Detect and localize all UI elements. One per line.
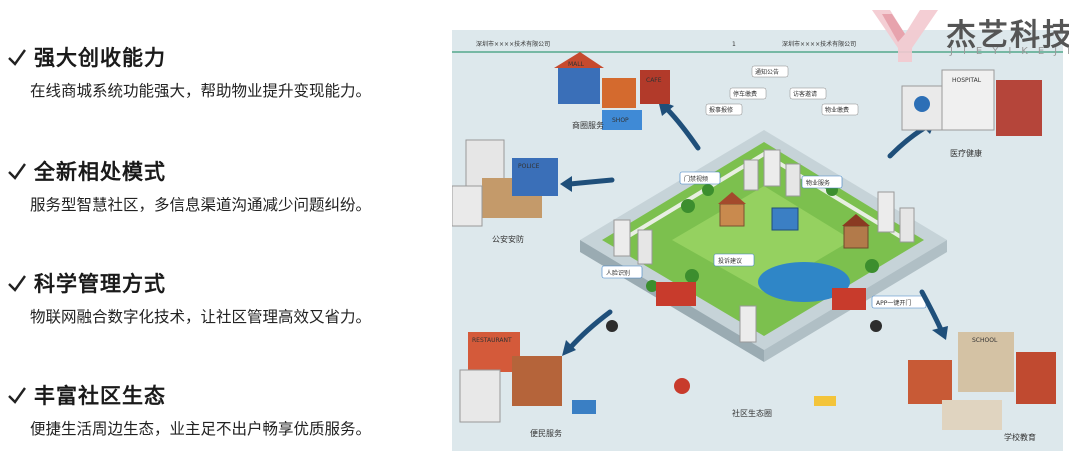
feature-item-ecosystem: 丰富社区生态 便捷生活周边生态，业主足不出户畅享优质服务。 — [6, 380, 446, 439]
tag-payment: 物业缴费 — [825, 106, 849, 114]
sign-school: SCHOOL — [972, 337, 998, 344]
label-property-service: 物业服务 — [806, 179, 830, 187]
logo-mark-icon — [872, 10, 938, 62]
sign-hospital: HOSPITAL — [952, 77, 982, 84]
top-bar-right-text: 深圳市××××技术有限公司 — [782, 40, 856, 48]
label-face-recognition: 人脸识别 — [606, 269, 630, 277]
sign-mall: MALL — [568, 61, 585, 68]
label-police: 公安安防 — [492, 234, 524, 244]
medical-cluster: HOSPITAL 医疗健康 — [901, 69, 1042, 158]
label-convenience: 便民服务 — [530, 428, 562, 438]
feature-title: 强大创收能力 — [34, 46, 166, 70]
smart-community-illustration: 深圳市××××技术有限公司 1 深圳市××××技术有限公司 — [452, 30, 1063, 451]
sign-restaurant: RESTAURANT — [472, 337, 512, 344]
taxi-car — [814, 396, 836, 406]
sign-police: POLICE — [518, 163, 540, 170]
label-commerce: 商圈服务 — [572, 120, 604, 130]
top-bar-left-text: 深圳市××××技术有限公司 — [476, 40, 550, 48]
school-cluster: SCHOOL 学校教育 — [908, 332, 1056, 442]
feature-title: 全新相处模式 — [34, 160, 166, 184]
sensor-tags: 通知公告 停车缴费 访客邀请 报事报修 物业缴费 — [705, 65, 859, 116]
top-bar-number: 1 — [732, 41, 736, 48]
feature-description: 服务型智慧社区，多信息渠道沟通减少问题纠纷。 — [30, 196, 372, 214]
tag-visitor: 访客邀请 — [793, 90, 817, 98]
checkmark-icon — [8, 163, 26, 180]
resident — [870, 320, 882, 332]
tag-parking: 停车缴费 — [733, 90, 757, 98]
sign-cafe: CAFE — [646, 77, 662, 84]
community-platform — [580, 130, 947, 362]
label-door-video: 门禁视频 — [684, 175, 708, 183]
feature-description: 便捷生活周边生态，业主足不出户畅享优质服务。 — [30, 420, 372, 438]
tag-repair: 报事报修 — [709, 106, 733, 114]
checkmark-icon — [8, 387, 26, 404]
logo-pinyin: JIEYIKEJI — [950, 46, 1069, 57]
label-complaint: 投诉建议 — [718, 257, 742, 265]
sign-shop: SHOP — [612, 117, 629, 124]
feature-title: 丰富社区生态 — [34, 384, 166, 408]
checkmark-icon — [8, 49, 26, 66]
label-app-open: APP一键开门 — [876, 299, 911, 307]
feature-item-management: 科学管理方式 物联网融合数字化技术，让社区管理高效又省力。 — [6, 268, 446, 327]
convenience-cluster: RESTAURANT 便民服务 — [459, 332, 596, 438]
label-medical: 医疗健康 — [950, 148, 982, 158]
label-eco-circle: 社区生态圈 — [732, 408, 772, 418]
feature-item-revenue: 强大创收能力 在线商城系统功能强大，帮助物业提升变现能力。 — [6, 42, 446, 101]
delivery-person — [674, 378, 690, 394]
label-school: 学校教育 — [1004, 432, 1036, 442]
police-cluster: POLICE 公安安防 — [452, 139, 558, 244]
security-guard — [606, 320, 618, 332]
commerce-cluster: MALL SHOP CAFE 商圈服务 — [554, 52, 670, 130]
tag-notice: 通知公告 — [755, 68, 779, 76]
logo-name: 杰艺科技 — [946, 18, 1069, 53]
feature-item-mode: 全新相处模式 服务型智慧社区，多信息渠道沟通减少问题纠纷。 — [6, 156, 446, 215]
feature-title: 科学管理方式 — [34, 272, 166, 296]
feature-description: 物联网融合数字化技术，让社区管理高效又省力。 — [30, 308, 372, 326]
checkmark-icon — [8, 275, 26, 292]
feature-description: 在线商城系统功能强大，帮助物业提升变现能力。 — [30, 82, 372, 100]
brand-logo: 杰艺科技 JIEYIKEJI — [868, 0, 1069, 68]
